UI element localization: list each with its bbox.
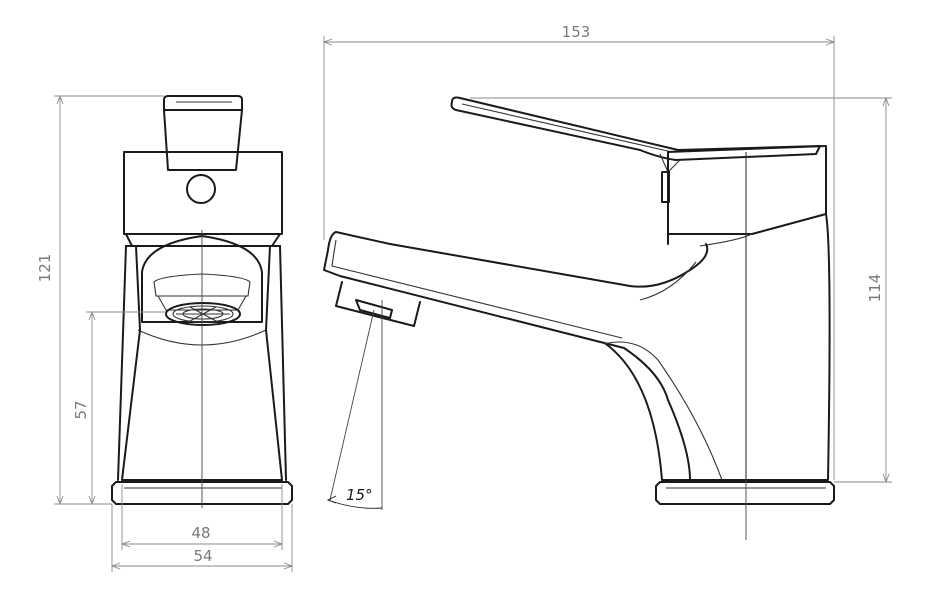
- dim-front-height: 121: [36, 94, 164, 506]
- front-spout: [137, 235, 267, 346]
- dim-side-height: 114: [470, 96, 892, 484]
- aerator-mesh: [165, 302, 241, 326]
- inner-base-width-label: 48: [191, 524, 210, 542]
- side-body-block: [667, 145, 827, 235]
- front-body-block: [123, 151, 283, 235]
- outer-base-width-label: 54: [193, 547, 212, 565]
- side-spout: [323, 231, 723, 481]
- aerator-height-label: 57: [72, 400, 90, 419]
- overall-length-label: 153: [562, 23, 591, 41]
- dim-overall-length: 153: [322, 23, 836, 480]
- side-body-column: [605, 213, 831, 481]
- front-height-label: 121: [36, 254, 54, 283]
- spray-angle-line: [329, 309, 375, 501]
- front-handle: [163, 95, 243, 171]
- side-base: [655, 481, 835, 505]
- side-lever: [450, 96, 821, 173]
- dim-spray-angle: 15°: [326, 486, 383, 509]
- spray-angle-label: 15°: [346, 486, 373, 504]
- side-height-label: 114: [866, 274, 884, 303]
- front-view: [111, 95, 293, 508]
- side-view: [323, 96, 835, 540]
- front-button: [186, 174, 216, 204]
- dim-outer-base-width: 54: [110, 504, 294, 572]
- dim-aerator-height: 57: [72, 310, 166, 506]
- front-base: [111, 481, 293, 505]
- dim-inner-base-width: 48: [120, 484, 284, 550]
- front-body-taper: [121, 245, 283, 481]
